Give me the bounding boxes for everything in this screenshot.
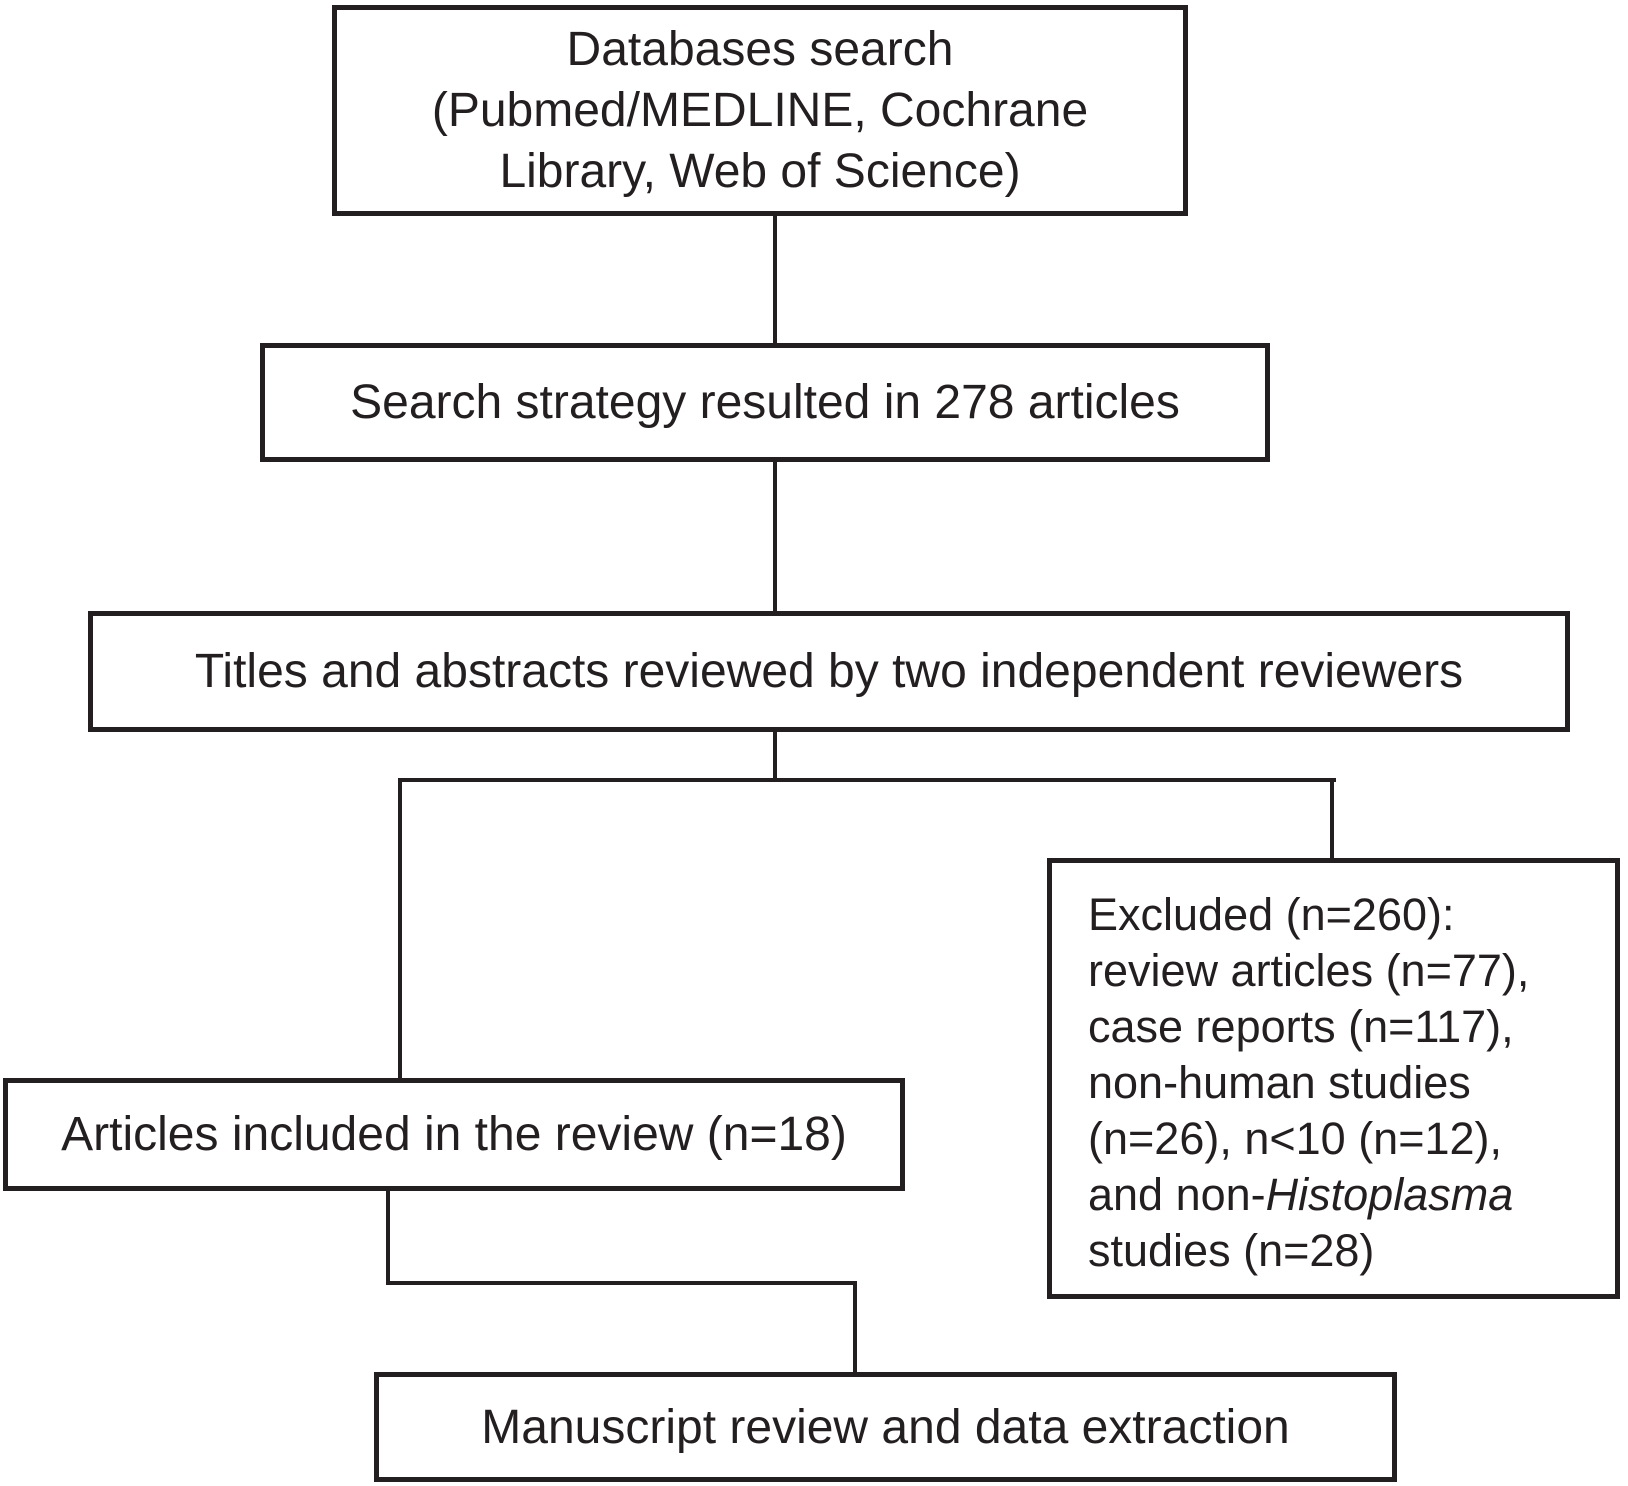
excluded-line-6-prefix: and non- <box>1088 1169 1266 1220</box>
excluded-line-7: studies (n=28) <box>1088 1225 1375 1276</box>
connector-branch-horizontal <box>398 778 1336 782</box>
connector-databases-to-search <box>773 214 777 345</box>
connector-branch-right <box>1330 778 1334 860</box>
box-manuscript-review: Manuscript review and data extraction <box>374 1372 1397 1482</box>
box-search-results: Search strategy resulted in 278 articles <box>260 343 1270 462</box>
databases-line-3: Library, Web of Science) <box>499 145 1021 198</box>
connector-branch-left <box>398 778 402 1080</box>
connector-search-to-titles <box>773 460 777 613</box>
articles-included-text: Articles included in the review (n=18) <box>61 1108 847 1161</box>
excluded-line-6: and non-Histoplasma <box>1088 1167 1513 1223</box>
excluded-line-2: review articles (n=77), <box>1088 945 1530 996</box>
databases-line-1: Databases search <box>566 23 954 76</box>
search-results-text: Search strategy resulted in 278 articles <box>350 376 1180 429</box>
connector-included-horizontal <box>386 1281 857 1285</box>
titles-abstracts-text: Titles and abstracts reviewed by two ind… <box>194 645 1464 698</box>
box-excluded: Excluded (n=260): review articles (n=77)… <box>1047 858 1620 1299</box>
box-titles-abstracts-review: Titles and abstracts reviewed by two ind… <box>88 611 1570 732</box>
excluded-line-4: non-human studies <box>1088 1057 1471 1108</box>
excluded-line-6-italic: Histoplasma <box>1265 1169 1514 1220</box>
connector-included-stem <box>386 1189 390 1285</box>
excluded-line-5: (n=26), n<10 (n=12), <box>1088 1113 1503 1164</box>
connector-titles-stem <box>773 730 777 782</box>
excluded-line-1: Excluded (n=260): <box>1088 889 1455 940</box>
excluded-line-3: case reports (n=117), <box>1088 1001 1514 1052</box>
manuscript-review-text: Manuscript review and data extraction <box>481 1400 1290 1454</box>
databases-line-2: (Pubmed/MEDLINE, Cochrane <box>431 84 1089 137</box>
connector-manuscript-stem <box>853 1281 857 1374</box>
box-databases-search: Databases search (Pubmed/MEDLINE, Cochra… <box>332 5 1188 216</box>
box-articles-included: Articles included in the review (n=18) <box>3 1078 905 1191</box>
